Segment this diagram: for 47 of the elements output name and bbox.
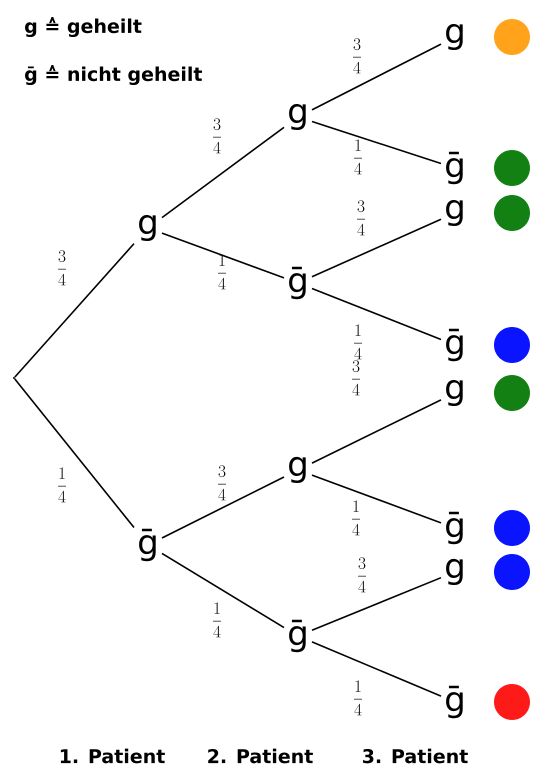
edge-label: $\frac{3}{4}$ bbox=[58, 250, 66, 286]
branch-line bbox=[312, 576, 442, 632]
tree-node-letter: ḡ bbox=[289, 620, 306, 652]
tree-node-letter: g bbox=[446, 380, 463, 406]
edge-label: $\frac{3}{4}$ bbox=[218, 465, 226, 500]
edge-label: $\frac{1}{4}$ bbox=[354, 680, 362, 716]
branch-line bbox=[162, 126, 284, 218]
branch-line bbox=[14, 378, 135, 528]
branch-line bbox=[312, 120, 442, 164]
legend-text: ḡ ≙ nicht geheilt bbox=[25, 64, 202, 86]
branch-line bbox=[312, 399, 442, 464]
tree-node-letter: g bbox=[446, 200, 463, 226]
tree-node-letter: g bbox=[289, 104, 306, 130]
tree-node-letter: g bbox=[139, 214, 156, 242]
branch-line bbox=[162, 476, 284, 539]
edge-label: $\frac{3}{4}$ bbox=[353, 38, 361, 74]
tree-node-letter: g bbox=[289, 456, 306, 484]
branch-line bbox=[312, 641, 442, 697]
edge-label: $\frac{3}{4}$ bbox=[358, 557, 366, 592]
level-label: 1. Patient bbox=[60, 748, 165, 764]
level-label: 3. Patient bbox=[362, 748, 468, 764]
tree-node-letter: ḡ bbox=[139, 528, 156, 562]
edge-label: $\frac{1}{4}$ bbox=[213, 602, 221, 638]
branch-line bbox=[312, 474, 442, 524]
branch-line bbox=[312, 218, 442, 278]
branch-line bbox=[312, 288, 442, 340]
edge-label: $\frac{3}{4}$ bbox=[357, 200, 365, 236]
tree-node-letter: g bbox=[446, 558, 463, 586]
edge-label: $\frac{1}{4}$ bbox=[354, 324, 362, 360]
tree-node-letter: ḡ bbox=[446, 686, 463, 718]
tree-node-letter: g bbox=[446, 24, 463, 50]
tree-node-letter: ḡ bbox=[446, 328, 463, 362]
tree-node-letter: ḡ bbox=[446, 512, 463, 544]
legend-text: g ≙ geheilt bbox=[25, 16, 142, 38]
edge-label: $\frac{1}{4}$ bbox=[58, 467, 66, 502]
edge-label: $\frac{3}{4}$ bbox=[213, 118, 221, 154]
edge-label: $\frac{3}{4}$ bbox=[352, 360, 360, 396]
tree-node-letter: ḡ bbox=[289, 266, 306, 300]
branch-line bbox=[312, 43, 442, 111]
edge-label: $\frac{1}{4}$ bbox=[218, 254, 226, 290]
edge-label: $\frac{1}{4}$ bbox=[354, 139, 362, 174]
branch-line bbox=[14, 243, 135, 378]
branch-line bbox=[162, 552, 284, 628]
tree-node-letter: ḡ bbox=[446, 152, 463, 184]
branch-line bbox=[162, 232, 284, 279]
edge-label: $\frac{1}{4}$ bbox=[352, 500, 360, 536]
level-label: 2. Patient bbox=[208, 748, 313, 764]
